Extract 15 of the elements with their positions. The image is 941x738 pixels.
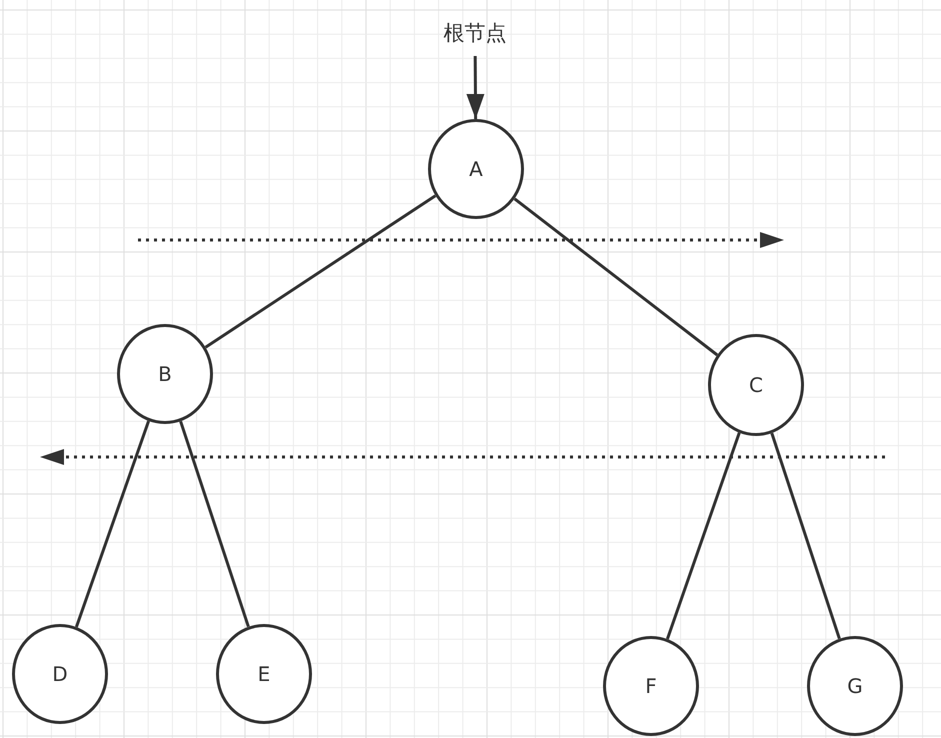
node-label: C <box>749 373 763 397</box>
node-label: A <box>469 157 483 181</box>
connector-line <box>514 198 718 356</box>
root-label: 根节点 <box>444 20 506 46</box>
node-label: B <box>158 362 172 386</box>
node-label: D <box>52 662 68 686</box>
node-label: F <box>645 674 657 698</box>
arrow <box>466 56 484 120</box>
connector-line <box>770 432 841 640</box>
connector-line <box>74 420 150 628</box>
connector-line <box>666 432 741 640</box>
connector-line <box>179 420 250 628</box>
node-label: G <box>847 674 863 698</box>
node-label: E <box>258 662 270 686</box>
connector-line <box>204 194 436 349</box>
